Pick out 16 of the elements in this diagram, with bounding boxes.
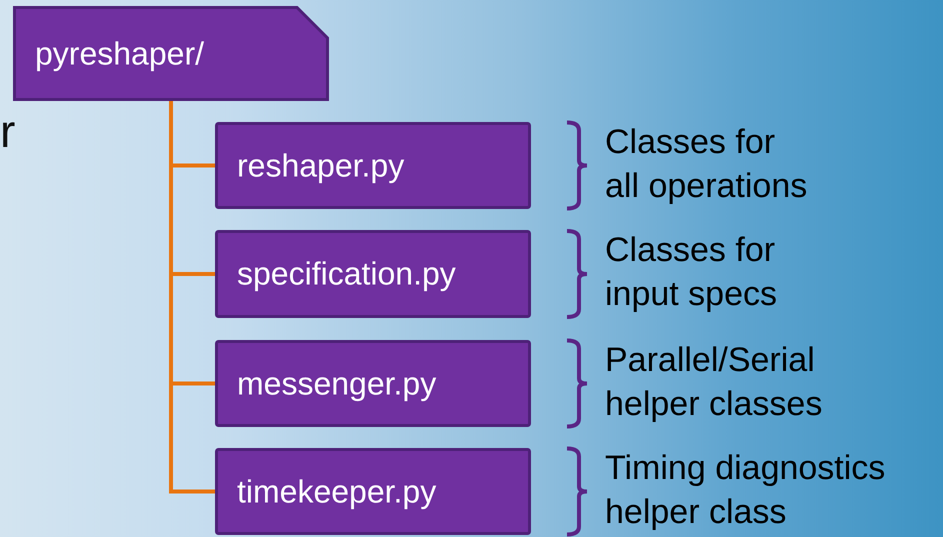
file-name: timekeeper.py <box>237 473 436 510</box>
file-box <box>215 230 531 318</box>
file-box <box>215 448 531 535</box>
file-name: reshaper.py <box>237 147 404 184</box>
description-text: Classes for all operations <box>605 122 808 206</box>
file-name: specification.py <box>237 256 456 292</box>
text-fragment: r <box>0 104 16 158</box>
folder-name: pyreshaper/ <box>35 35 204 72</box>
description-text: Classes for input specs <box>605 230 778 315</box>
description-text: Timing diagnostics helper class <box>605 448 886 532</box>
folder-box <box>13 6 329 101</box>
file-box <box>215 122 531 209</box>
description-text: Parallel/Serial helper classes <box>605 340 824 424</box>
file-name: messenger.py <box>237 365 436 402</box>
file-box <box>215 340 531 427</box>
tree-connector <box>169 101 215 494</box>
